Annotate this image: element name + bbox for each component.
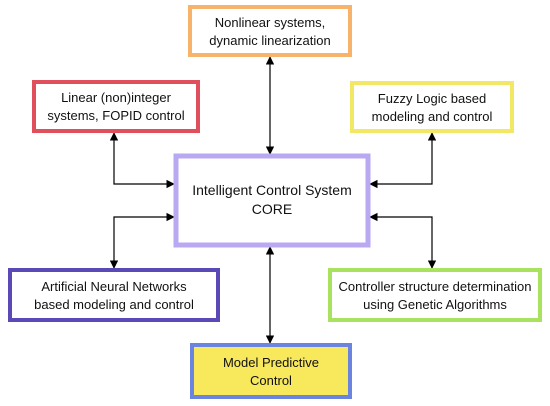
node-nonlinear-line-1: Nonlinear systems, <box>215 15 326 30</box>
node-linear-box <box>32 80 200 133</box>
node-core-box <box>173 153 371 248</box>
node-mpc-box <box>190 343 352 399</box>
connector-core-fuzzy <box>369 132 437 189</box>
node-ann-box <box>8 268 220 322</box>
node-linear-line-1: Linear (non)integer <box>61 90 172 105</box>
node-fuzzy-logic: Fuzzy Logic based modeling and control <box>350 81 514 133</box>
node-linear-line-2: systems, FOPID control <box>47 108 184 123</box>
node-ann-line-1: Artificial Neural Networks <box>41 279 187 294</box>
node-core: Intelligent Control System CORE <box>173 153 371 248</box>
node-ann-line-2: based modeling and control <box>34 297 194 312</box>
node-nonlinear-line-2: dynamic linearization <box>209 33 330 48</box>
connector-core-ann <box>109 212 175 269</box>
node-fuzzy-box <box>350 81 514 133</box>
node-core-line-2: CORE <box>252 201 292 217</box>
connector-core-genetic <box>369 212 437 269</box>
node-genetic-algorithms: Controller structure determination using… <box>328 268 542 322</box>
node-model-predictive-control: Model Predictive Control <box>190 343 352 399</box>
node-mpc-line-1: Model Predictive <box>223 355 319 370</box>
node-nonlinear-box <box>188 5 352 57</box>
node-fuzzy-line-1: Fuzzy Logic based <box>378 91 486 106</box>
connector-core-linear <box>109 132 175 189</box>
node-nonlinear-systems: Nonlinear systems, dynamic linearization <box>188 5 352 57</box>
node-genetic-line-1: Controller structure determination <box>339 279 532 294</box>
connectors <box>109 56 437 344</box>
node-neural-networks: Artificial Neural Networks based modelin… <box>8 268 220 322</box>
node-mpc-line-2: Control <box>250 373 292 388</box>
node-core-line-1: Intelligent Control System <box>192 182 352 198</box>
node-genetic-line-2: using Genetic Algorithms <box>363 297 507 312</box>
node-linear-systems: Linear (non)integer systems, FOPID contr… <box>32 80 200 133</box>
node-genetic-box <box>328 268 542 322</box>
node-fuzzy-line-2: modeling and control <box>372 109 493 124</box>
